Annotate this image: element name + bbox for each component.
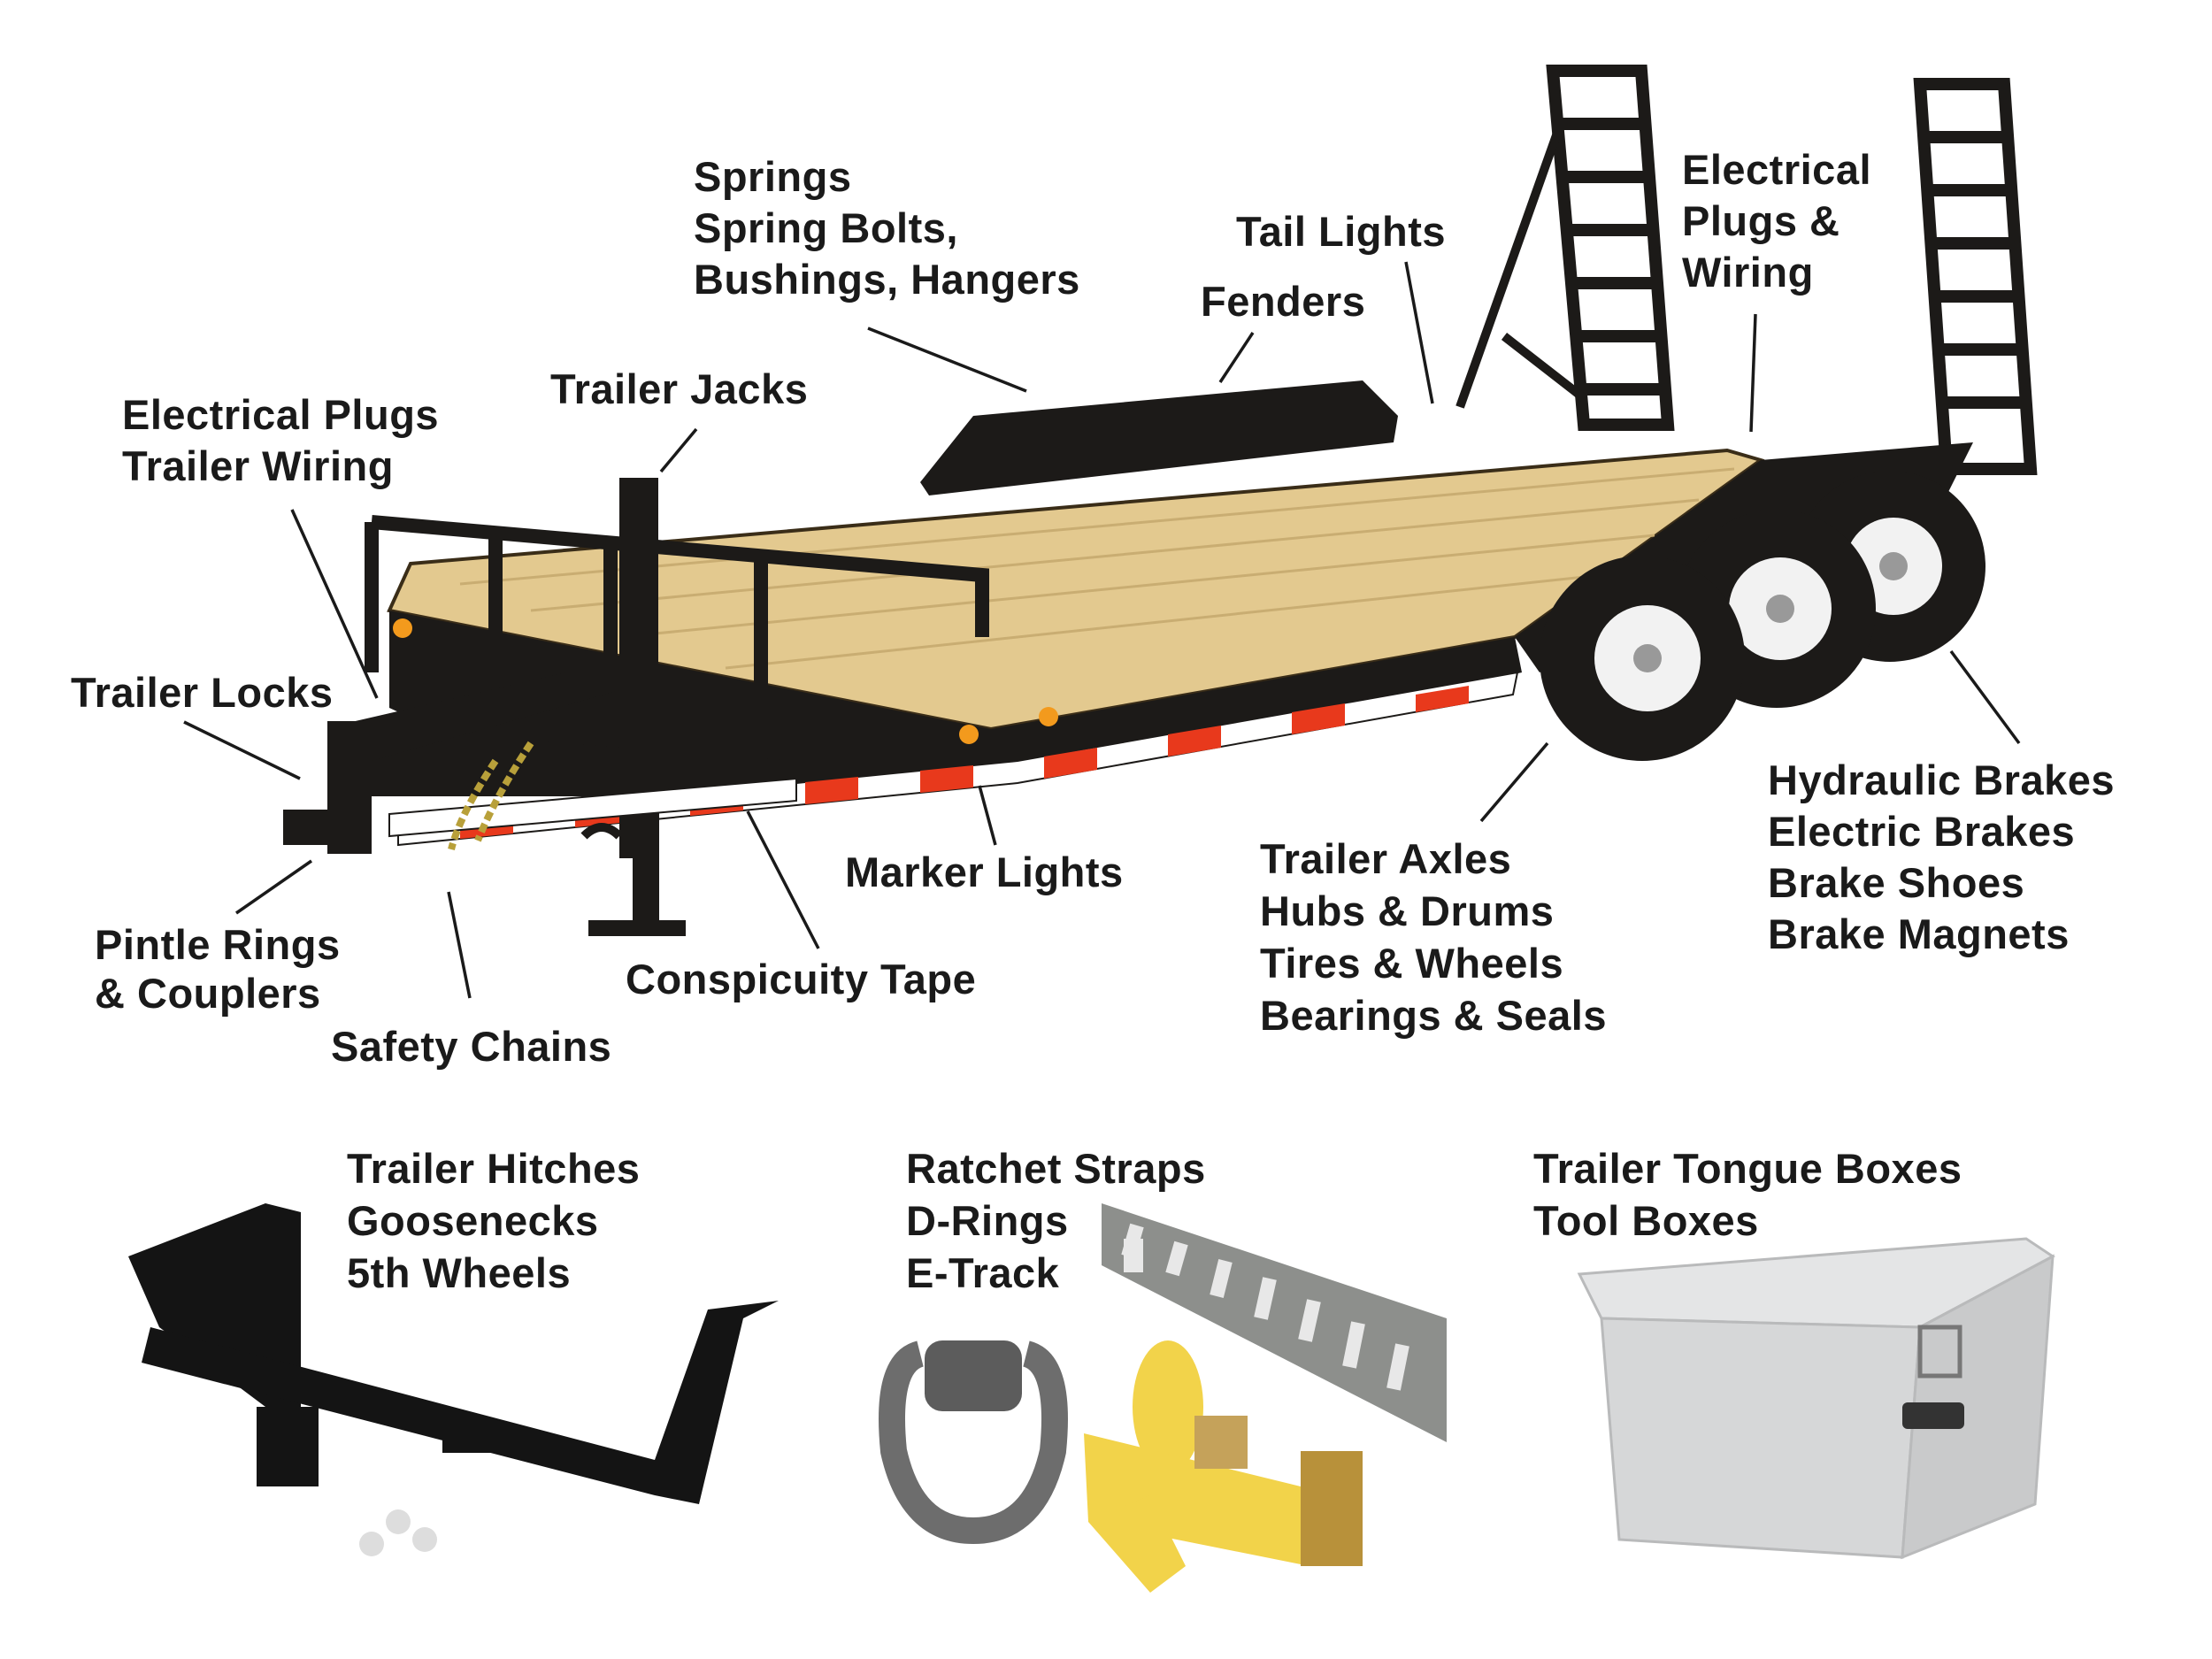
- label-axles: Trailer Axles Hubs & Drums Tires & Wheel…: [1260, 833, 1607, 1041]
- safety-chains: [448, 741, 534, 850]
- label-boxes: Trailer Tongue Boxes Tool Boxes: [1533, 1142, 1962, 1247]
- fender: [920, 380, 1398, 495]
- label-straps: Ratchet Straps D-Rings E-Track: [906, 1142, 1206, 1299]
- label-conspicuity-tape: Conspicuity Tape: [626, 956, 977, 1002]
- label-line: Electric Brakes: [1768, 808, 2076, 855]
- front-rails: [365, 515, 989, 717]
- label-line: Pintle Rings: [95, 921, 341, 968]
- label-line: Tires & Wheels: [1260, 940, 1564, 987]
- label-pintle-rings: Pintle Rings & Couplers: [95, 920, 341, 1018]
- label-line: Brake Magnets: [1768, 910, 2070, 957]
- label-hitches: Trailer Hitches Goosenecks 5th Wheels: [347, 1142, 640, 1299]
- label-line: Spring Bolts,: [694, 204, 958, 251]
- label-line: Plugs &: [1682, 197, 1840, 244]
- label-line: Ratchet Straps: [906, 1145, 1206, 1192]
- label-line: Trailer Wiring: [122, 442, 394, 489]
- label-line: Bushings, Hangers: [694, 256, 1080, 303]
- label-fenders: Fenders: [1201, 278, 1366, 325]
- label-trailer-jacks: Trailer Jacks: [550, 365, 809, 412]
- wheels: [1540, 471, 1985, 761]
- label-electrical-front: Electrical Plugs Trailer Wiring: [122, 389, 439, 492]
- label-line: Wiring: [1682, 249, 1814, 296]
- label-line: E-Track: [906, 1249, 1060, 1296]
- label-brakes: Hydraulic Brakes Electric Brakes Brake S…: [1768, 755, 2115, 960]
- label-line: Trailer Tongue Boxes: [1533, 1145, 1962, 1192]
- loading-ramps: [1455, 65, 2038, 475]
- label-line: Tool Boxes: [1533, 1197, 1759, 1244]
- label-trailer-locks: Trailer Locks: [71, 669, 334, 716]
- label-line: Trailer Hitches: [347, 1145, 641, 1192]
- label-line: Brake Shoes: [1768, 859, 2025, 906]
- label-line: & Couplers: [95, 970, 321, 1017]
- tool-box-image: [1577, 1237, 2055, 1560]
- trailer-hitch-image: [128, 1203, 779, 1556]
- label-line: Bearings & Seals: [1260, 992, 1608, 1039]
- label-line: Hubs & Drums: [1260, 887, 1555, 934]
- label-tail-lights: Tail Lights: [1236, 208, 1447, 255]
- label-line: Electrical Plugs: [122, 391, 440, 438]
- trailer-tongue: [283, 672, 796, 854]
- label-marker-lights: Marker Lights: [845, 849, 1124, 895]
- label-line: Springs: [694, 153, 852, 200]
- label-line: Hydraulic Brakes: [1768, 757, 2116, 803]
- hitch-brand-logo: [442, 1433, 540, 1453]
- label-line: Trailer Axles: [1260, 835, 1512, 882]
- toolbox-brand-logo: [1902, 1402, 1964, 1429]
- label-line: D-Rings: [906, 1197, 1069, 1244]
- label-electrical-rear: Electrical Plugs & Wiring: [1682, 144, 1871, 298]
- label-line: 5th Wheels: [347, 1249, 572, 1296]
- ratchet-strap-image: [1084, 1340, 1363, 1593]
- label-safety-chains: Safety Chains: [331, 1023, 612, 1070]
- d-ring-image: [879, 1340, 1068, 1545]
- e-track-image: [1102, 1203, 1447, 1442]
- leader-lines: [183, 261, 2021, 999]
- label-line: Goosenecks: [347, 1197, 599, 1244]
- label-springs: Springs Spring Bolts, Bushings, Hangers: [694, 151, 1080, 305]
- label-line: Electrical: [1682, 146, 1872, 193]
